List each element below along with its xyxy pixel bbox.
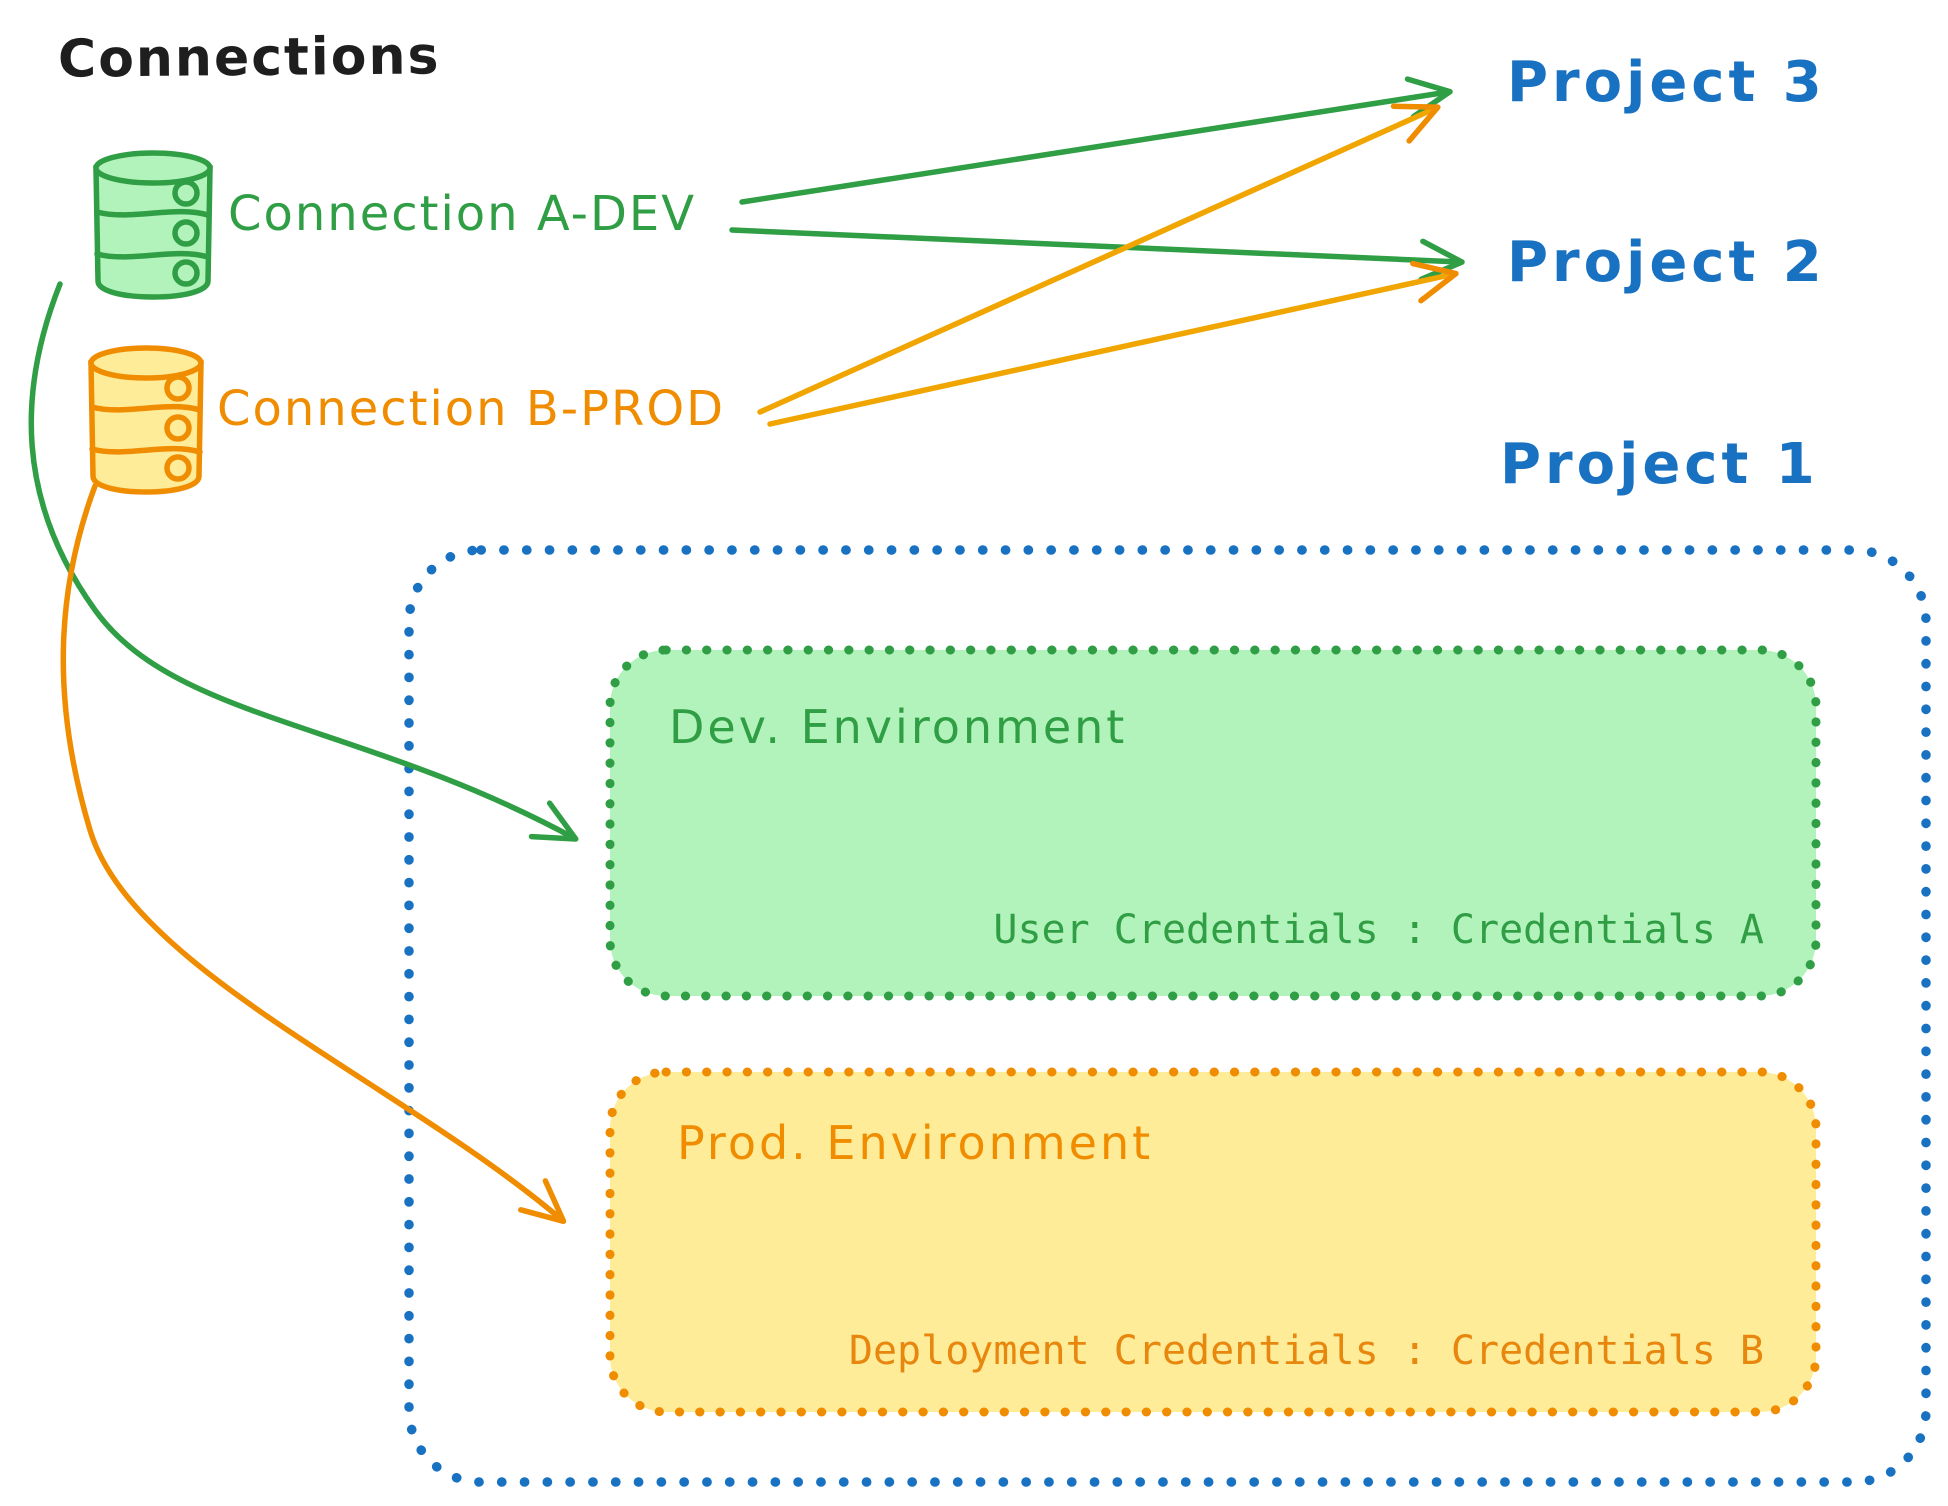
prod-environment-title: Prod. Environment — [677, 1116, 1154, 1170]
arrow-adev-to-project2 — [729, 227, 1465, 283]
arrow-adev-to-project3 — [739, 76, 1453, 205]
arrow-bprod-to-prod-environment — [60, 483, 567, 1225]
connection-a-dev-label: Connection A-DEV — [228, 186, 697, 242]
project-2-label: Project 2 — [1507, 230, 1826, 295]
prod-environment-box — [605, 1067, 1821, 1417]
prod-database-icon — [88, 345, 204, 495]
project1-container-box — [404, 545, 1931, 1487]
dev-environment-title: Dev. Environment — [669, 700, 1128, 754]
dev-environment-box — [605, 645, 1821, 1001]
dev-database-icon — [93, 150, 213, 300]
arrow-bprod-to-project3 — [757, 103, 1441, 415]
arrow-bprod-to-project2 — [767, 260, 1459, 427]
diagram-title: Connections — [57, 26, 441, 90]
connection-b-prod-label: Connection B-PROD — [217, 381, 726, 437]
project-1-label: Project 1 — [1500, 432, 1819, 497]
project-3-label: Project 3 — [1507, 50, 1826, 115]
arrow-adev-to-dev-environment — [28, 281, 579, 842]
prod-environment-credentials: Deployment Credentials : Credentials B — [848, 1328, 1764, 1374]
dev-environment-credentials: User Credentials : Credentials A — [993, 907, 1764, 953]
